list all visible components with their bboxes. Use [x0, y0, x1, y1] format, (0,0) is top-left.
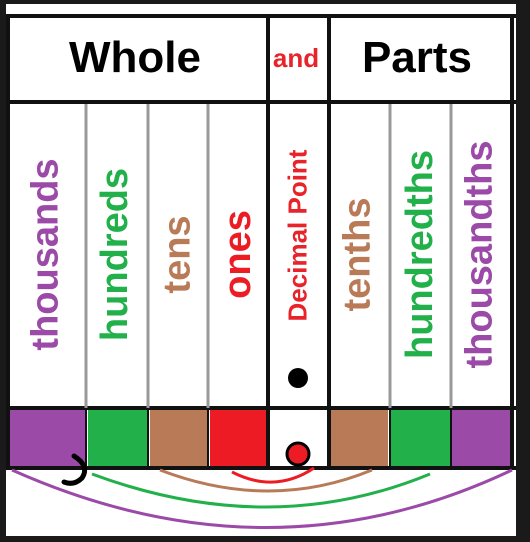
swatch-tens [150, 410, 208, 466]
swatch-tenths [330, 410, 388, 466]
swatch-ones [210, 410, 268, 466]
column-label-ones: ones [216, 209, 259, 299]
column-label-tenths: tenths [336, 197, 379, 311]
header-parts: Parts [361, 33, 473, 82]
column-label-decimal-point: Decimal Point [282, 149, 313, 321]
swatch-hundreds [88, 410, 148, 466]
swatch-hundredths [390, 410, 450, 466]
column-label-thousandths: thousandths [458, 140, 501, 368]
column-label-hundreds: hundreds [94, 167, 137, 341]
column-label-hundredths: hundredths [398, 149, 441, 359]
column-label-thousands: thousands [24, 157, 67, 351]
swatch-thousands [8, 410, 86, 466]
swatch-thousandths [452, 410, 510, 466]
header-whole: Whole [69, 33, 201, 82]
column-label-tens: tens [156, 214, 199, 294]
header-and: and [272, 42, 320, 73]
